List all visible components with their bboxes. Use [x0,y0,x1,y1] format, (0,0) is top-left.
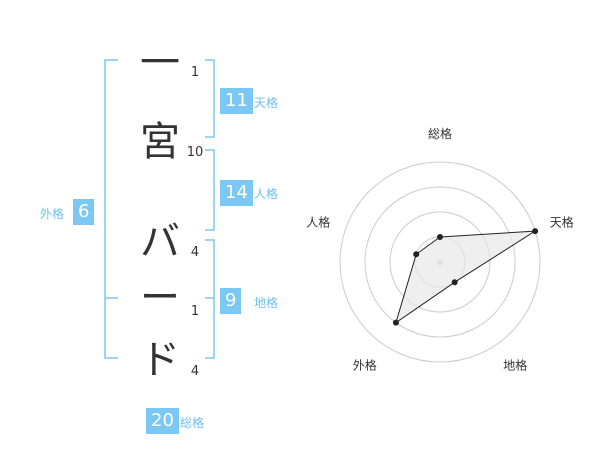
chikaku-bracket [205,239,215,359]
radar-point-1 [437,234,443,240]
chikaku-label: 地格 [254,296,279,310]
stroke-count-4: 1 [190,304,200,319]
radar-polygon [395,230,536,324]
tenkaku-bracket [205,59,215,138]
name-char-1: 一 [140,40,180,86]
jinkaku-value: 14 [220,180,253,206]
stroke-count-5: 4 [190,364,200,379]
tenkaku-value: 11 [220,88,253,114]
stroke-count-1: 1 [190,65,200,80]
radar-axis-label-4: 外格 [353,358,377,373]
name-char-5: ド [140,337,180,383]
gaikaku-value: 6 [73,199,95,225]
stroke-count-2: 10 [186,145,204,160]
radar-point-5 [413,251,420,258]
name-char-4: ー [140,275,180,321]
stroke-count-3: 4 [190,245,200,260]
jinkaku-bracket [205,149,215,231]
radar-point-4 [392,319,399,326]
name-char-2: 宮 [140,119,180,165]
name-char-3: バ [140,219,180,265]
radar-point-2 [532,228,539,235]
outer-bracket [104,59,118,359]
gaikaku-label: 外格 [40,207,65,221]
radar-point-3 [451,279,458,286]
radar-axis-label-1: 総格 [428,126,452,141]
radar-ring-3 [364,186,516,338]
radar-ring-2 [389,211,491,313]
radar-axis-label-5: 人格 [306,214,330,229]
tenkaku-label: 天格 [254,96,279,110]
radar-ring-4 [339,161,541,363]
soukaku-value: 20 [146,408,179,434]
jinkaku-label: 人格 [254,187,279,201]
chikaku-value: 9 [220,288,242,314]
soukaku-label: 総格 [180,416,205,430]
radar-axis-label-2: 天格 [550,214,574,229]
radar-axis-label-3: 地格 [503,358,527,373]
